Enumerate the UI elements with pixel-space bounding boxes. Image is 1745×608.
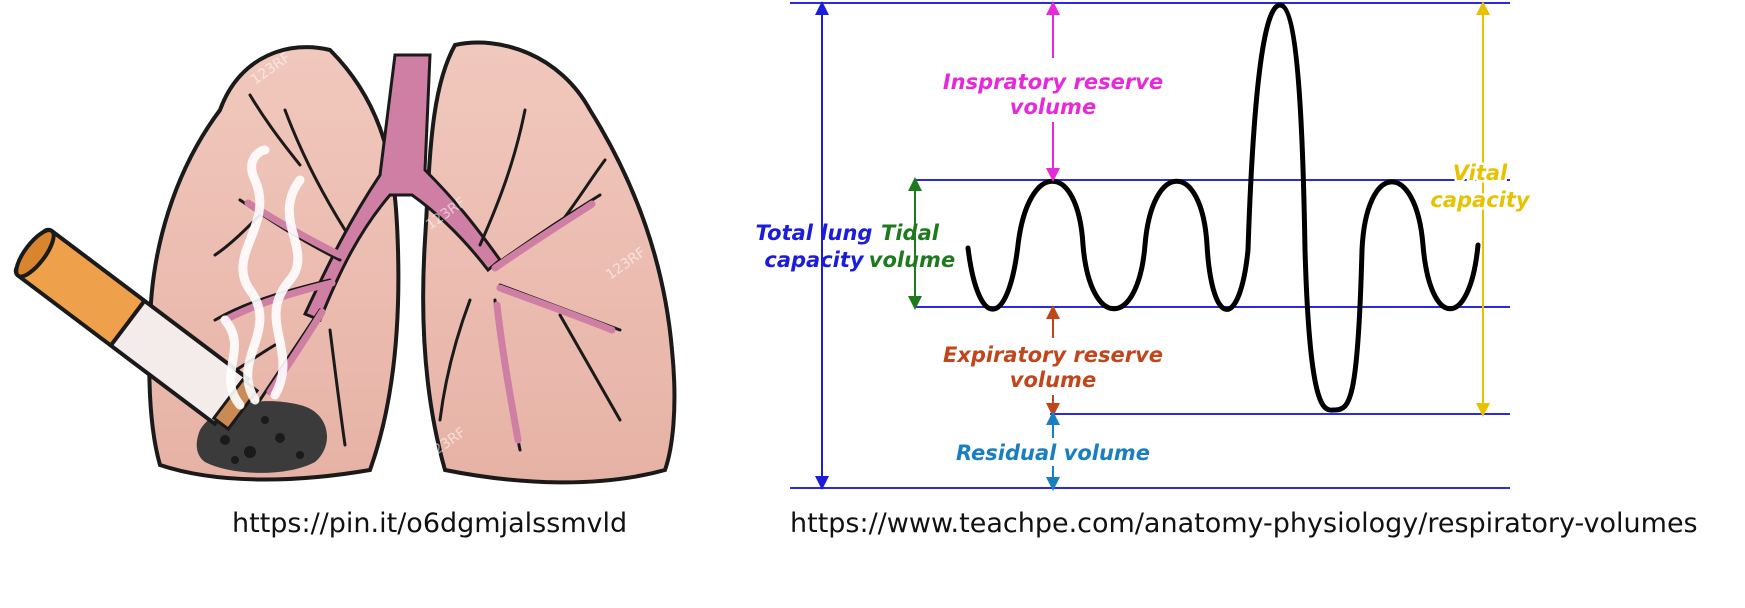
respiratory-volumes-diagram: Total lung capacity Inspratory reserve v… (740, 0, 1745, 500)
inspiratory-reserve-label-2: volume (1010, 95, 1096, 119)
residual-label: Residual volume (956, 441, 1150, 465)
expiratory-reserve-label-1: Expiratory reserve (943, 343, 1163, 367)
total-lung-label-2: capacity (764, 248, 865, 272)
svg-text:123RF: 123RF (33, 65, 79, 104)
vital-capacity-label-1: Vital (1453, 161, 1508, 185)
inspiratory-reserve-label-1: Inspratory reserve (943, 70, 1163, 94)
vital-capacity-label-2: capacity (1430, 188, 1531, 212)
right-source-caption[interactable]: https://www.teachpe.com/anatomy-physiolo… (790, 508, 1698, 539)
total-lung-label-1: Total lung (756, 221, 873, 245)
expiratory-reserve-label-2: volume (1010, 368, 1096, 392)
svg-text:123RF: 123RF (33, 395, 79, 434)
lungs-smoking-illustration: 123RF 123RF 123RF 123RF 123RF 123RF (0, 0, 700, 500)
tidal-label-1: Tidal (881, 221, 940, 245)
left-source-caption[interactable]: https://pin.it/o6dgmjalssmvld (232, 508, 627, 539)
tidal-label-2: volume (869, 248, 955, 272)
